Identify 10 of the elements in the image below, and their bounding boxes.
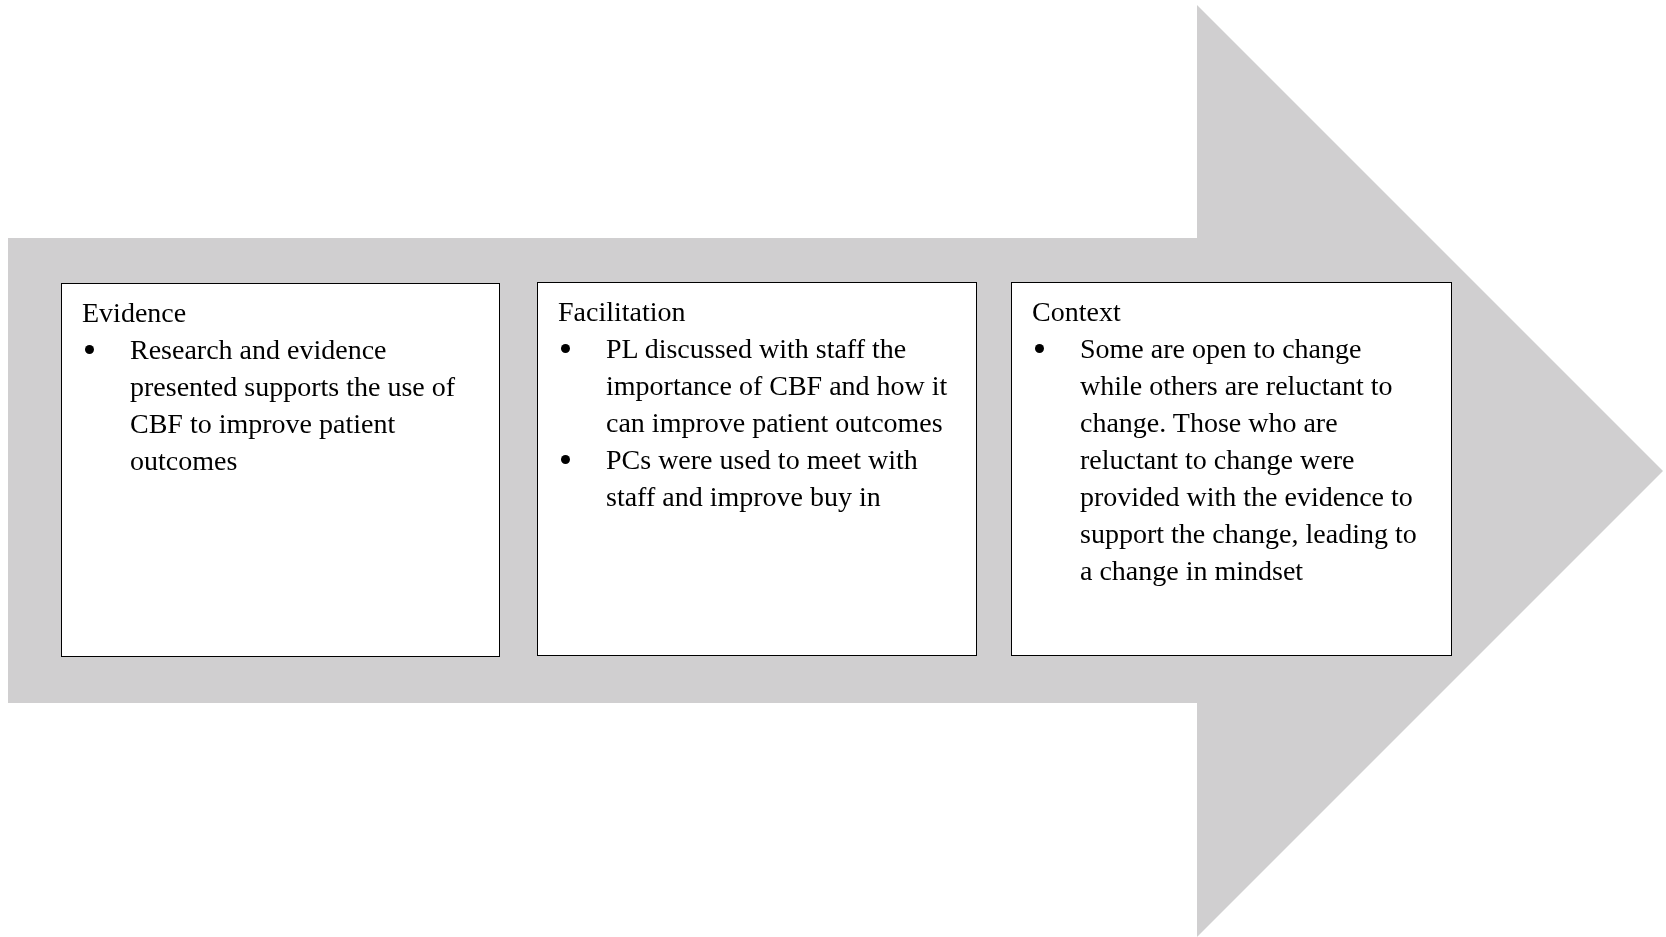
- text-box: [1011, 282, 1452, 656]
- text-box: [537, 282, 977, 656]
- box-heading: Context: [1032, 295, 1122, 329]
- bullet-text: PCs were used to meet with staff and improve buy in: [606, 443, 919, 514]
- text-box: [61, 283, 500, 657]
- box-heading: Evidence: [82, 296, 188, 330]
- box-heading: Facilitation: [558, 295, 687, 329]
- bullet-text: Research and evidence presented supports the use of CBF to improve patient outcomes: [130, 333, 457, 478]
- bullet-text: PL discussed with staff the importance of CBF and how it can improve patient outcomes: [606, 332, 948, 440]
- bullet-text: Some are open to change while others are reluctant to change. Those who are reluctant to change were provided with the evidence to support the change, leading to a change in mindset: [1080, 332, 1418, 588]
